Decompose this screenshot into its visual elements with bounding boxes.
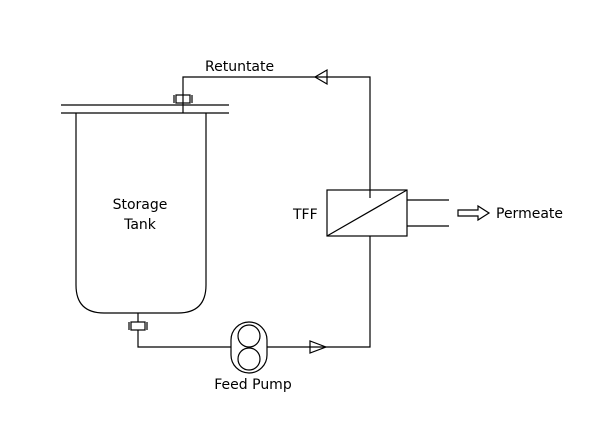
feed-pipe-to-pump <box>137 330 231 348</box>
permeate-flow-arrow <box>457 204 491 222</box>
feed-flow-arrow <box>309 340 328 354</box>
tank-outlet-valve <box>128 313 148 331</box>
tank-body <box>75 113 207 314</box>
feed-pump-label: Feed Pump <box>214 377 292 393</box>
tff-module <box>326 189 408 237</box>
tank-inlet-valve <box>173 94 193 104</box>
permeate-label: Permeate <box>496 206 563 222</box>
feed-line <box>137 236 371 354</box>
feed-pump <box>230 321 268 374</box>
tff-membrane <box>326 189 408 237</box>
retentate-line <box>182 68 371 198</box>
retentate-pipe <box>182 76 371 198</box>
permeate-outlet <box>407 199 491 227</box>
tff-housing <box>326 189 408 237</box>
feed-pipe-to-tff <box>267 236 371 348</box>
pump-rotor-upper <box>237 324 261 348</box>
valve-body <box>175 94 191 104</box>
tff-label: TFF <box>292 207 318 223</box>
retentate-label: Retuntate <box>205 59 274 75</box>
storage-tank <box>61 104 229 314</box>
tank-label-line1: Storage <box>113 197 168 213</box>
pump-rotor-lower <box>237 347 261 371</box>
tank-label-line2: Tank <box>123 217 157 233</box>
valve-body <box>130 321 146 331</box>
retentate-flow-arrow <box>313 68 328 86</box>
pump-housing <box>230 321 268 374</box>
